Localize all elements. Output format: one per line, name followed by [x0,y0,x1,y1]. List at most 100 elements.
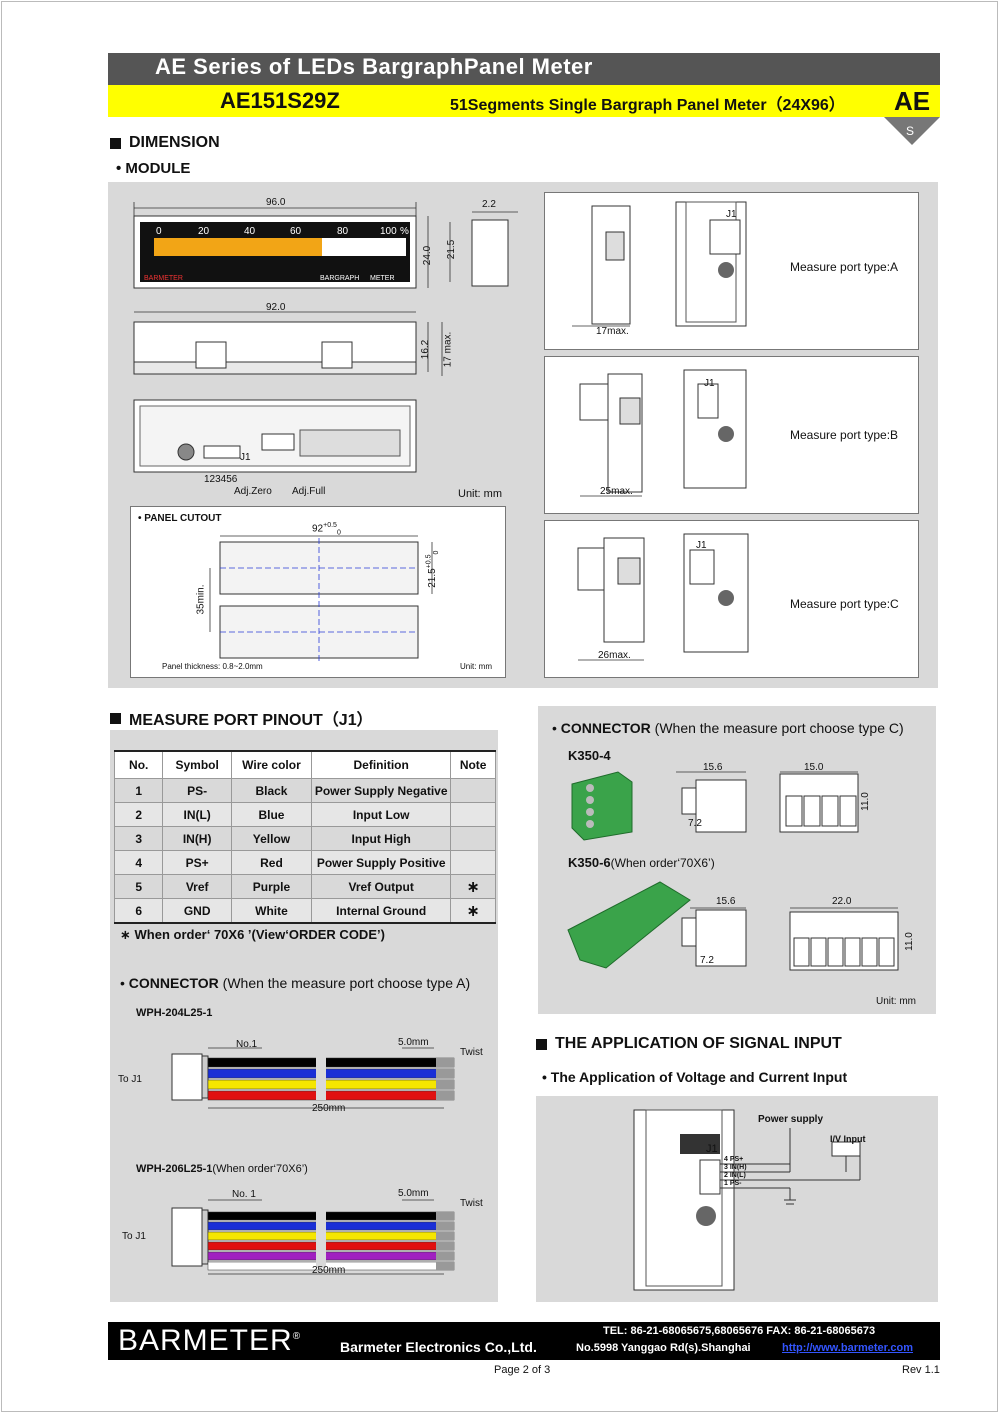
wire-tip [436,1058,454,1067]
port-type-a-drawing [572,201,747,327]
section-pinout-label: MEASURE PORT PINOUT（J1） [129,712,373,729]
app-pin-2: 2 IN(L) [724,1172,746,1179]
section-application: THE APPLICATION OF SIGNAL INPUT [536,1035,842,1053]
cell-symbol: PS+ [162,850,232,875]
port-a-max: 17max. [596,326,629,337]
app-pin-3: 3 IN(H) [724,1164,747,1171]
cell-note: ∗ [450,874,496,899]
scale-80: 80 [337,226,349,237]
k4-d1: 15.6 [703,762,723,773]
cable-wire [207,1251,455,1261]
module-drawing [133,202,518,473]
back-pins: 123456 [204,474,238,485]
port-b-j1: J1 [704,378,715,389]
cell-symbol: IN(H) [162,826,232,851]
iv-input-label: I/V Input [830,1134,866,1144]
wire-tip [436,1069,454,1078]
section-dimension-label: DIMENSION [129,134,220,151]
k350-6-drawing [567,881,899,971]
cable-wire [207,1090,455,1101]
cable1-to: To J1 [118,1074,142,1085]
cable1-twist: Twist [460,1047,483,1058]
cable1-drawing [171,1047,455,1109]
wire-tip [436,1222,454,1230]
cable1-name: WPH-204L25-1 [136,1007,213,1019]
bottom-h1-dim: 16.2 [420,339,432,360]
cable1-no1: No.1 [236,1039,258,1050]
wire-tip [436,1252,454,1260]
cell-color: Yellow [230,826,313,851]
app-pin-1: 1 PS- [724,1180,742,1187]
k4-d3: 15.0 [804,762,824,773]
cable1-length: 250mm [312,1103,346,1114]
front-height-dim: 24.0 [422,245,434,266]
cell-def: Internal Ground [311,898,452,924]
panel-cutout-title-text: PANEL CUTOUT [144,513,222,524]
footer-url[interactable]: http://www.barmeter.com [782,1342,914,1354]
port-a-j1: J1 [726,209,737,220]
port-type-b-drawing [579,369,747,497]
model-subtitle: 51Segments Single Bargraph Panel Meter（2… [450,97,845,114]
front-brand: BARMETER [144,275,183,282]
cable-wire [207,1221,455,1231]
connector-c-unit: Unit: mm [876,996,916,1007]
cutout-width: 92+0.50 [312,522,341,536]
scale-60: 60 [290,226,302,237]
connector-c-note: (When the measure port choose type C) [654,720,904,736]
cell-color: Black [230,778,313,803]
cable2-to: To J1 [122,1231,146,1242]
front-meter: METER [370,275,395,282]
cell-symbol: Vref [162,874,232,899]
k350-4-drawing [571,771,859,841]
series-badge-arrow [884,117,940,145]
pinout-table: No. Symbol Wire color Definition Note 1 … [113,750,496,924]
table-row: 6 GND White Internal Ground ∗ [113,898,496,924]
series-badge: AE [884,85,940,117]
table-row: 1 PS- Black Power Supply Negative [113,778,496,803]
cutout-width-value: 92 [312,523,324,535]
wire-tip [436,1262,454,1270]
cable-wire [207,1211,455,1221]
k6-name: K350-6 [568,855,611,870]
k6-d1: 15.6 [716,896,736,907]
back-unit: Unit: mm [458,488,502,500]
cell-note [450,802,496,827]
cell-no: 2 [113,802,164,827]
connector-a-note: (When the measure port choose type A) [222,975,471,991]
cutout-width-tol-bot: 0 [336,529,341,537]
table-row: 2 IN(L) Blue Input Low [113,802,496,827]
bottom-h2-dim: 17 max. [442,331,454,368]
model-number: AE151S29Z [220,88,340,113]
revision: Rev 1.1 [902,1364,940,1376]
cell-no: 4 [113,850,164,875]
footer-address: No.5998 Yanggao Rd(s).Shanghai [576,1342,751,1354]
cell-note: ∗ [450,898,496,924]
module-heading: • MODULE [116,160,191,177]
connector-a-title: CONNECTOR [128,975,219,991]
footer-logo: BARMETER® [118,1324,301,1358]
cable1-dim: 5.0mm [398,1037,429,1048]
cell-no: 1 [113,778,164,803]
section-dimension: DIMENSION [110,134,220,152]
module-label: MODULE [125,160,191,177]
cable2-heading: WPH-206L25-1(When order‘70X6’) [136,1163,308,1175]
cell-def: Power Supply Negative [311,778,452,803]
cable-wire [207,1079,455,1090]
col-definition: Definition [311,750,452,779]
cell-color: Red [230,850,313,875]
back-j1: J1 [240,452,251,463]
cable2-length: 250mm [312,1265,346,1276]
cable2-name: WPH-206L25-1 [136,1163,213,1175]
application-sub-text: The Application of Voltage and Current I… [550,1069,848,1085]
front-inner-height-dim: 21.5 [446,239,458,260]
power-supply-label: Power supply [758,1114,824,1125]
port-b-label: Measure port type:B [790,428,899,442]
pinout-header-row: No. Symbol Wire color Definition Note [113,750,496,779]
cable-wire [207,1068,455,1079]
cable-wire [207,1057,455,1068]
scale-pct: % [400,226,409,237]
cell-def: Power Supply Positive [311,850,452,875]
panel-cutout-title: • PANEL CUTOUT [138,513,222,524]
wire-tip [436,1242,454,1250]
scale-0: 0 [156,226,162,237]
